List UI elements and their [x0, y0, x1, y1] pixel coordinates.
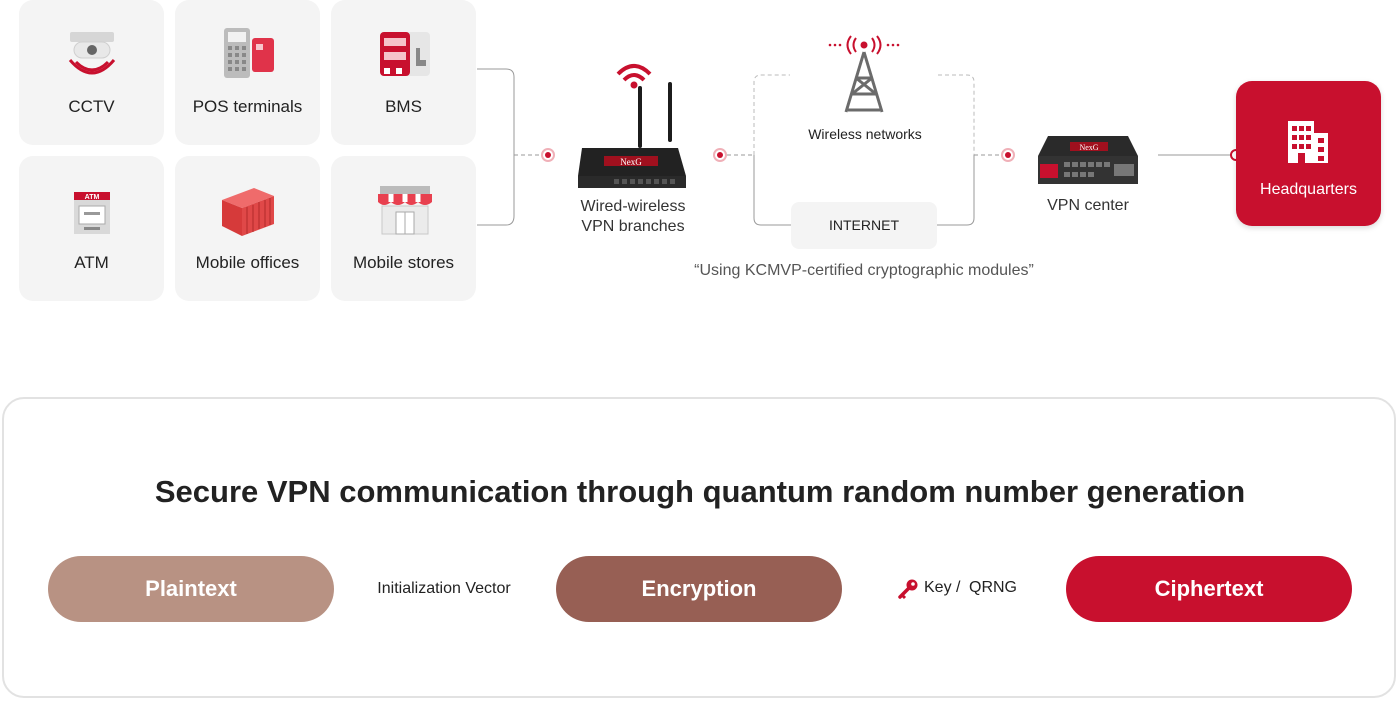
container-icon [175, 182, 320, 240]
key-label: Key [924, 579, 952, 596]
device-label-bms: BMS [385, 97, 422, 116]
branch-router: NexG [574, 52, 690, 192]
device-label-cctv: CCTV [68, 97, 115, 116]
storefront-icon [331, 182, 476, 240]
device-tile-cctv: CCTV [19, 0, 164, 145]
vpn-center-label: VPN center [1047, 197, 1129, 214]
cell-tower-icon [828, 35, 900, 113]
cctv-icon [19, 26, 164, 84]
device-tile-pos: POS terminals [175, 0, 320, 145]
atm-icon: ATM [19, 182, 164, 240]
branch-caption: Wired-wireless VPN branches [560, 197, 706, 237]
vpn-center-brand: NexG [1079, 143, 1098, 152]
internet-box: INTERNET [791, 202, 937, 249]
device-tile-mobile-stores: Mobile stores [331, 156, 476, 301]
qrng-title: Secure VPN communication through quantum… [154, 474, 1246, 509]
ciphertext-pill: Ciphertext [1066, 556, 1352, 622]
bms-icon [331, 26, 476, 84]
atm-sign-text: ATM [84, 194, 99, 201]
wireless-tower [826, 34, 902, 116]
initialization-vector-label: Initialization Vector [377, 580, 511, 597]
building-icon [1284, 119, 1332, 170]
kcmvp-note: “Using KCMVP-certified cryptographic mod… [694, 262, 1034, 279]
branch-label-line2: VPN branches [581, 218, 685, 235]
headquarters-label: Headquarters [1260, 181, 1357, 198]
qrng-panel [2, 397, 1396, 698]
device-tile-bms: BMS [331, 0, 476, 145]
device-label-pos: POS terminals [192, 97, 303, 116]
branch-label-line1: Wired-wireless [580, 198, 686, 215]
wireless-networks-label: Wireless networks [808, 126, 922, 142]
key-separator: / [956, 579, 961, 596]
device-label-mobile-stores: Mobile stores [352, 253, 455, 272]
device-label-atm: ATM [74, 253, 109, 272]
server-appliance-icon: NexG [1038, 136, 1138, 184]
router-icon: NexG [578, 64, 686, 188]
vpn-center-device: NexG [1036, 134, 1140, 186]
key-icon [897, 578, 919, 600]
pos-terminal-icon [175, 26, 320, 84]
headquarters-card: Headquarters [1236, 81, 1381, 226]
qrng-label: QRNG [969, 579, 1017, 596]
device-tile-atm: ATM ATM [19, 156, 164, 301]
plaintext-pill: Plaintext [48, 556, 334, 622]
device-tile-mobile-offices: Mobile offices [175, 156, 320, 301]
device-label-mobile-offices: Mobile offices [195, 253, 300, 272]
router-brand: NexG [620, 157, 642, 167]
encryption-pill: Encryption [556, 556, 842, 622]
